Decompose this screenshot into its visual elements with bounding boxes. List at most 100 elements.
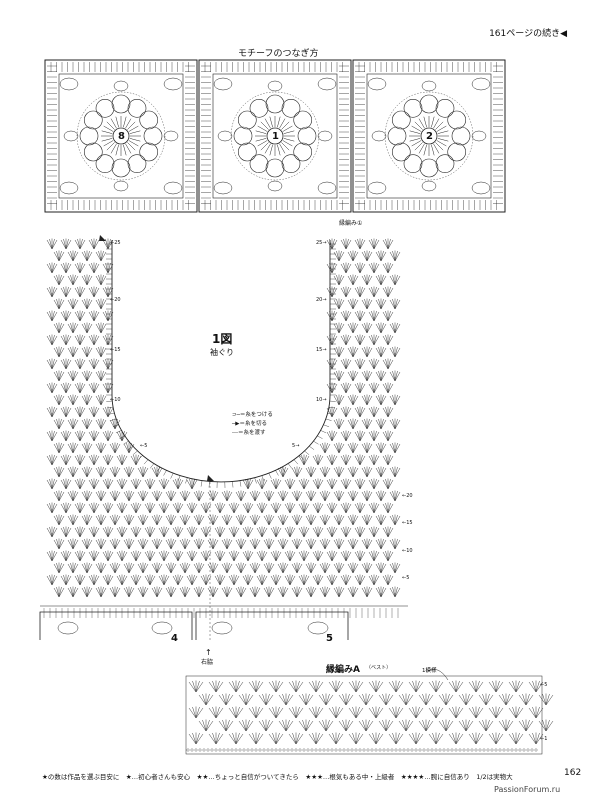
side-petal <box>217 130 233 142</box>
flower-petal <box>95 98 115 118</box>
flower-petal <box>95 154 115 174</box>
repeat-label: 1模様 <box>422 668 437 674</box>
side-petal <box>317 130 333 142</box>
row-label: 15→ <box>316 347 327 353</box>
difficulty-legend: ★の数は作品を選ぶ目安に ★…初心者さんも安心 ★★…ちょっと自信がついてきたら… <box>42 773 513 781</box>
flower-petal <box>139 110 159 130</box>
motif-square <box>198 59 352 213</box>
flower-petal <box>83 142 103 162</box>
legend-item: ‐‐‐＝糸を渡す <box>232 430 266 436</box>
flower-outer-ring <box>384 91 474 181</box>
edging-subtitle: （ベスト） <box>366 665 392 671</box>
flower-petal <box>111 158 131 178</box>
flower-petal <box>293 110 313 130</box>
edging-label: 縁編み① <box>339 220 363 227</box>
left-triangle-icon: ◀ <box>560 29 567 39</box>
armhole-edge <box>111 240 331 483</box>
flower-petal <box>293 142 313 162</box>
motif-inner-round <box>58 73 184 199</box>
flower-petal <box>447 142 467 162</box>
flower-petal <box>237 110 257 130</box>
corner-fan <box>59 181 79 195</box>
flower-petal <box>249 98 269 118</box>
flower-petal <box>233 126 253 146</box>
row-label: ←20 <box>402 493 413 499</box>
corner-fan <box>213 181 233 195</box>
motif-number: 1 <box>272 131 279 142</box>
motif-number: 4 <box>171 633 178 644</box>
flower-petal <box>139 142 159 162</box>
corner-fan <box>151 621 173 635</box>
row-label: ←15 <box>402 520 413 526</box>
corner-fan <box>57 621 79 635</box>
flower-petal <box>237 142 257 162</box>
legend-item: ⊃─＝糸をつける <box>232 412 273 418</box>
join-yarn-icon: ⊃─ <box>232 412 240 418</box>
row-label: ←5 <box>140 443 148 449</box>
flower-petal <box>265 158 285 178</box>
flower-center <box>420 127 438 145</box>
flower-petal <box>435 154 455 174</box>
flower-petal <box>127 98 147 118</box>
row-label: 25→ <box>316 240 327 246</box>
motif-number: 8 <box>118 131 125 142</box>
row-label: ←25 <box>110 240 121 246</box>
side-petal <box>63 130 79 142</box>
motif-outline <box>352 59 506 213</box>
motif-number: 5 <box>326 633 333 644</box>
flower-petal <box>419 158 439 178</box>
stitch-legend: ⊃─＝糸をつける ─▶＝糸を切る ‐‐‐＝糸を渡す <box>232 411 273 438</box>
bottom-motif-edges <box>39 611 349 640</box>
row-label: 5→ <box>292 443 300 449</box>
flower-petal <box>79 126 99 146</box>
corner-fan <box>471 77 491 91</box>
motif-inner-round <box>212 73 338 199</box>
flower-petal <box>249 154 269 174</box>
corner-fan <box>307 621 329 635</box>
row-label: ←5 <box>402 575 410 581</box>
flower-petal <box>451 126 471 146</box>
start-label: 右脇 <box>201 659 214 666</box>
side-petal <box>113 180 129 192</box>
motif-outline <box>198 59 352 213</box>
row-label: 20→ <box>316 297 327 303</box>
watermark: PassionForum.ru <box>494 785 561 794</box>
side-petal <box>163 130 179 142</box>
cut-yarn-marker <box>207 475 214 481</box>
motif-square <box>44 59 198 213</box>
flower-petal <box>265 94 285 114</box>
cut-yarn-marker <box>99 235 106 241</box>
flower-petal <box>387 126 407 146</box>
row-label: ←15 <box>110 347 121 353</box>
flower-outer-ring <box>230 91 320 181</box>
flower-petal <box>403 98 423 118</box>
cut-yarn-icon: ─▶ <box>232 421 240 427</box>
motif-inner-round <box>366 73 492 199</box>
corner-fan <box>211 621 233 635</box>
side-petal <box>421 180 437 192</box>
motif-joining-diagram <box>44 59 506 213</box>
flower-petal <box>281 98 301 118</box>
flower-petal <box>143 126 163 146</box>
corner-fan <box>367 77 387 91</box>
motif-title: モチーフのつなぎ方 <box>238 49 319 59</box>
flower-petal <box>435 98 455 118</box>
flower-petal <box>391 142 411 162</box>
corner-fan <box>213 77 233 91</box>
corner-fan <box>471 181 491 195</box>
flower-center <box>112 127 130 145</box>
row-label: 10→ <box>316 397 327 403</box>
corner-fan <box>367 181 387 195</box>
edging-chart-diagram <box>185 669 554 755</box>
legend-item: ─▶＝糸を切る <box>232 421 268 427</box>
flower-petal <box>391 110 411 130</box>
flower-outer-ring <box>76 91 166 181</box>
body-chart-diagram <box>39 235 408 640</box>
side-petal <box>371 130 387 142</box>
repeat-bracket <box>425 669 449 681</box>
corner-fan <box>59 77 79 91</box>
side-petal <box>471 130 487 142</box>
carry-yarn-icon: ‐‐‐ <box>232 430 238 436</box>
row-label: ←1 <box>540 736 548 742</box>
